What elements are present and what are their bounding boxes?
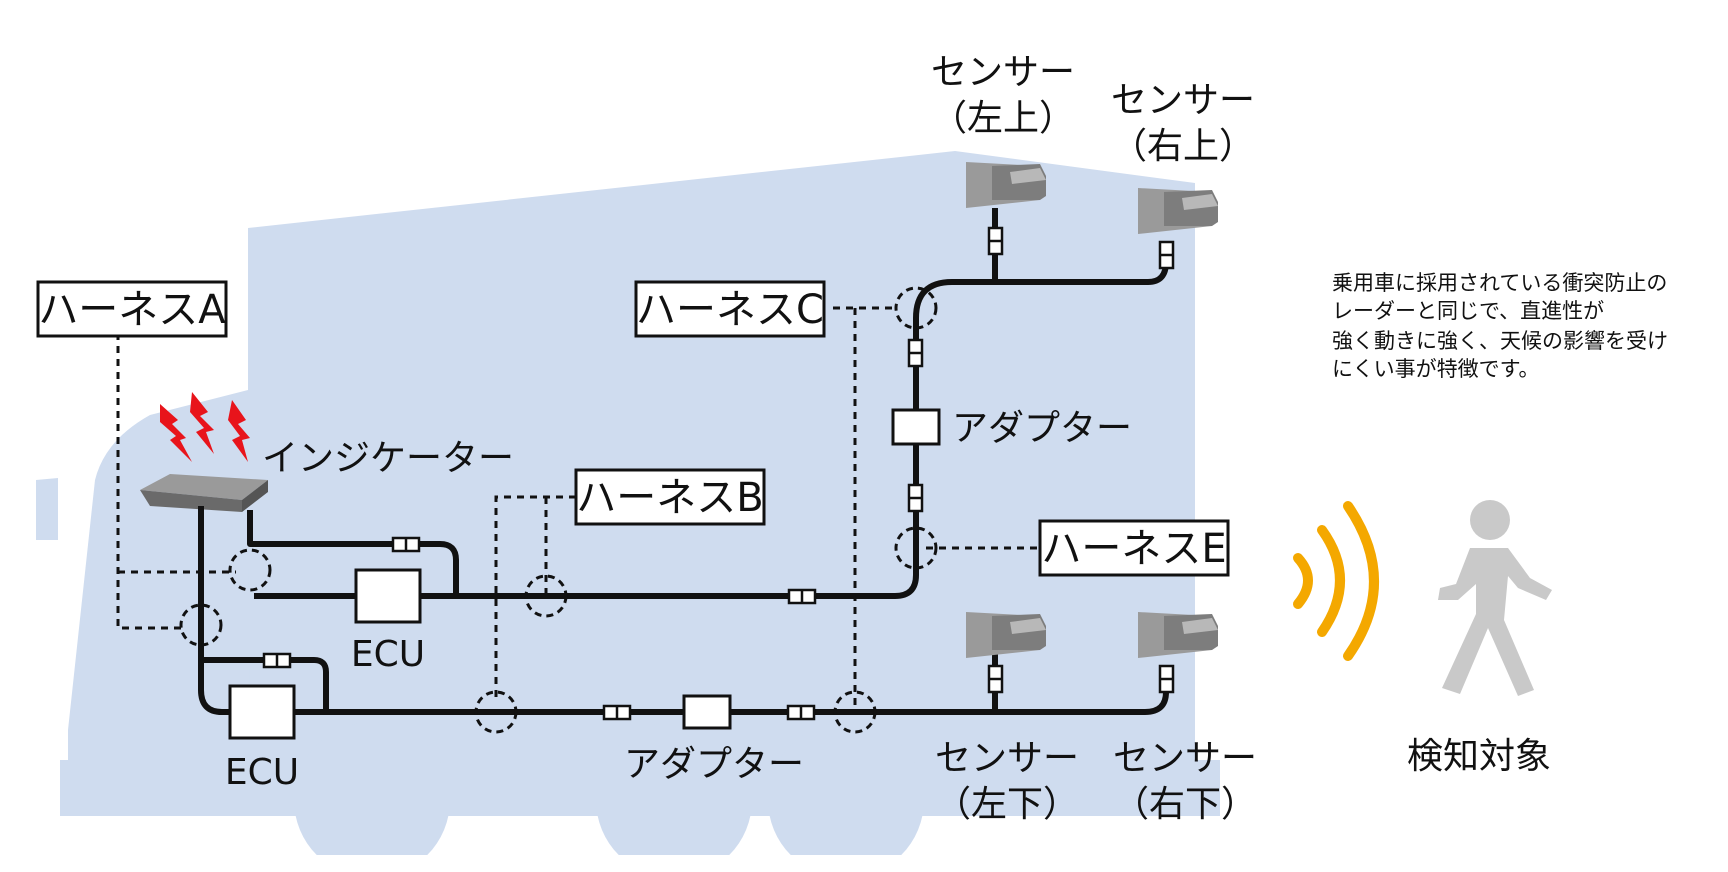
alert-spark-icon	[160, 392, 250, 462]
junction-harness-c-bottom	[833, 690, 877, 734]
truck-cab	[68, 390, 250, 790]
inline-connectors	[262, 226, 1175, 721]
indicator-to-ecu-upper-loop	[247, 510, 459, 596]
ecu-upper-box	[354, 568, 422, 624]
harness-c-label-box: ハーネスC	[634, 280, 826, 338]
junction-harness-b-lower	[474, 690, 518, 734]
truck-bumper	[36, 478, 58, 540]
svg-text:（右上）: （右上）	[1111, 126, 1255, 167]
junction-harness-e	[894, 526, 938, 570]
svg-text:乗用車に採用されている衝突防止の: 乗用車に採用されている衝突防止の	[1332, 271, 1667, 295]
sensor-bottom-left-label: センサー （左下）	[935, 738, 1079, 825]
svg-text:センサー: センサー	[1111, 80, 1255, 121]
svg-text:（左下）: （左下）	[935, 784, 1079, 825]
radar-sensor-icon	[966, 162, 1218, 658]
front-wheel	[294, 722, 450, 872]
harness-b-label: ハーネスB	[576, 475, 763, 521]
adapter-vertical-label: アダプター	[952, 408, 1132, 449]
svg-text:センサー: センサー	[931, 52, 1075, 93]
junction-circles	[179, 286, 938, 734]
ecu-upper-label: ECU	[351, 634, 425, 675]
indicator-device	[140, 474, 268, 540]
svg-text:にくい事が特徴です。: にくい事が特徴です。	[1332, 357, 1539, 381]
sensor-top-right-label: センサー （右上）	[1111, 80, 1255, 167]
adapter-vertical-box	[891, 408, 941, 446]
rear-wheel-2	[768, 722, 924, 872]
harness-a-label-box: ハーネスA	[36, 280, 228, 338]
rear-wheel-1	[596, 722, 752, 872]
harness-e-label: ハーネスE	[1041, 526, 1226, 572]
harness-b-line	[494, 495, 576, 700]
junction-harness-a-lower	[179, 603, 223, 647]
harness-c-line	[833, 306, 897, 708]
svg-text:センサー: センサー	[1113, 738, 1257, 779]
detection-target-label: 検知対象	[1407, 736, 1551, 777]
upper-main-wire	[254, 250, 1169, 599]
svg-text:センサー: センサー	[935, 738, 1079, 779]
sensor-top-left	[966, 162, 1046, 208]
ecu-lower-loop	[201, 657, 329, 712]
ecu-lower-box	[228, 684, 296, 740]
dashed-harness-lines	[116, 306, 1040, 708]
ecu-lower-label: ECU	[225, 752, 299, 793]
svg-text:（左上）: （左上）	[931, 98, 1075, 139]
harness-a-line	[116, 333, 236, 630]
description-note: 乗用車に採用されている衝突防止の レーダーと同じで、直進性が 強く動きに強く、天…	[1332, 271, 1668, 381]
pedestrian-icon	[1438, 500, 1552, 696]
sensor-bottom-right-label: センサー （右下）	[1113, 738, 1257, 825]
harness-c-label: ハーネスC	[636, 287, 824, 333]
svg-text:強く動きに強く、天候の影響を受け: 強く動きに強く、天候の影響を受け	[1332, 329, 1668, 353]
adapter-bottom-box	[682, 694, 732, 730]
harness-b-label-box: ハーネスB	[574, 468, 766, 526]
adapter-bottom-label: アダプター	[624, 744, 804, 785]
sensor-top-left-label: センサー （左上）	[931, 52, 1075, 139]
junction-harness-a-upper	[228, 548, 272, 592]
harness-a-label: ハーネスA	[38, 287, 226, 333]
sensor-bottom-right	[1138, 612, 1218, 658]
svg-text:レーダーと同じで、直進性が: レーダーと同じで、直進性が	[1332, 299, 1604, 323]
indicator-label: インジケーター	[262, 438, 514, 479]
svg-text:（右下）: （右下）	[1113, 784, 1257, 825]
junction-harness-b-upper	[524, 574, 568, 618]
sensor-top-right	[1138, 188, 1218, 234]
sensor-bottom-left	[966, 612, 1046, 658]
radar-wave-icon	[1293, 501, 1379, 661]
harness-e-label-box: ハーネスE	[1038, 519, 1230, 577]
junction-harness-c-top	[894, 286, 938, 330]
wheel-mask	[0, 855, 1728, 872]
